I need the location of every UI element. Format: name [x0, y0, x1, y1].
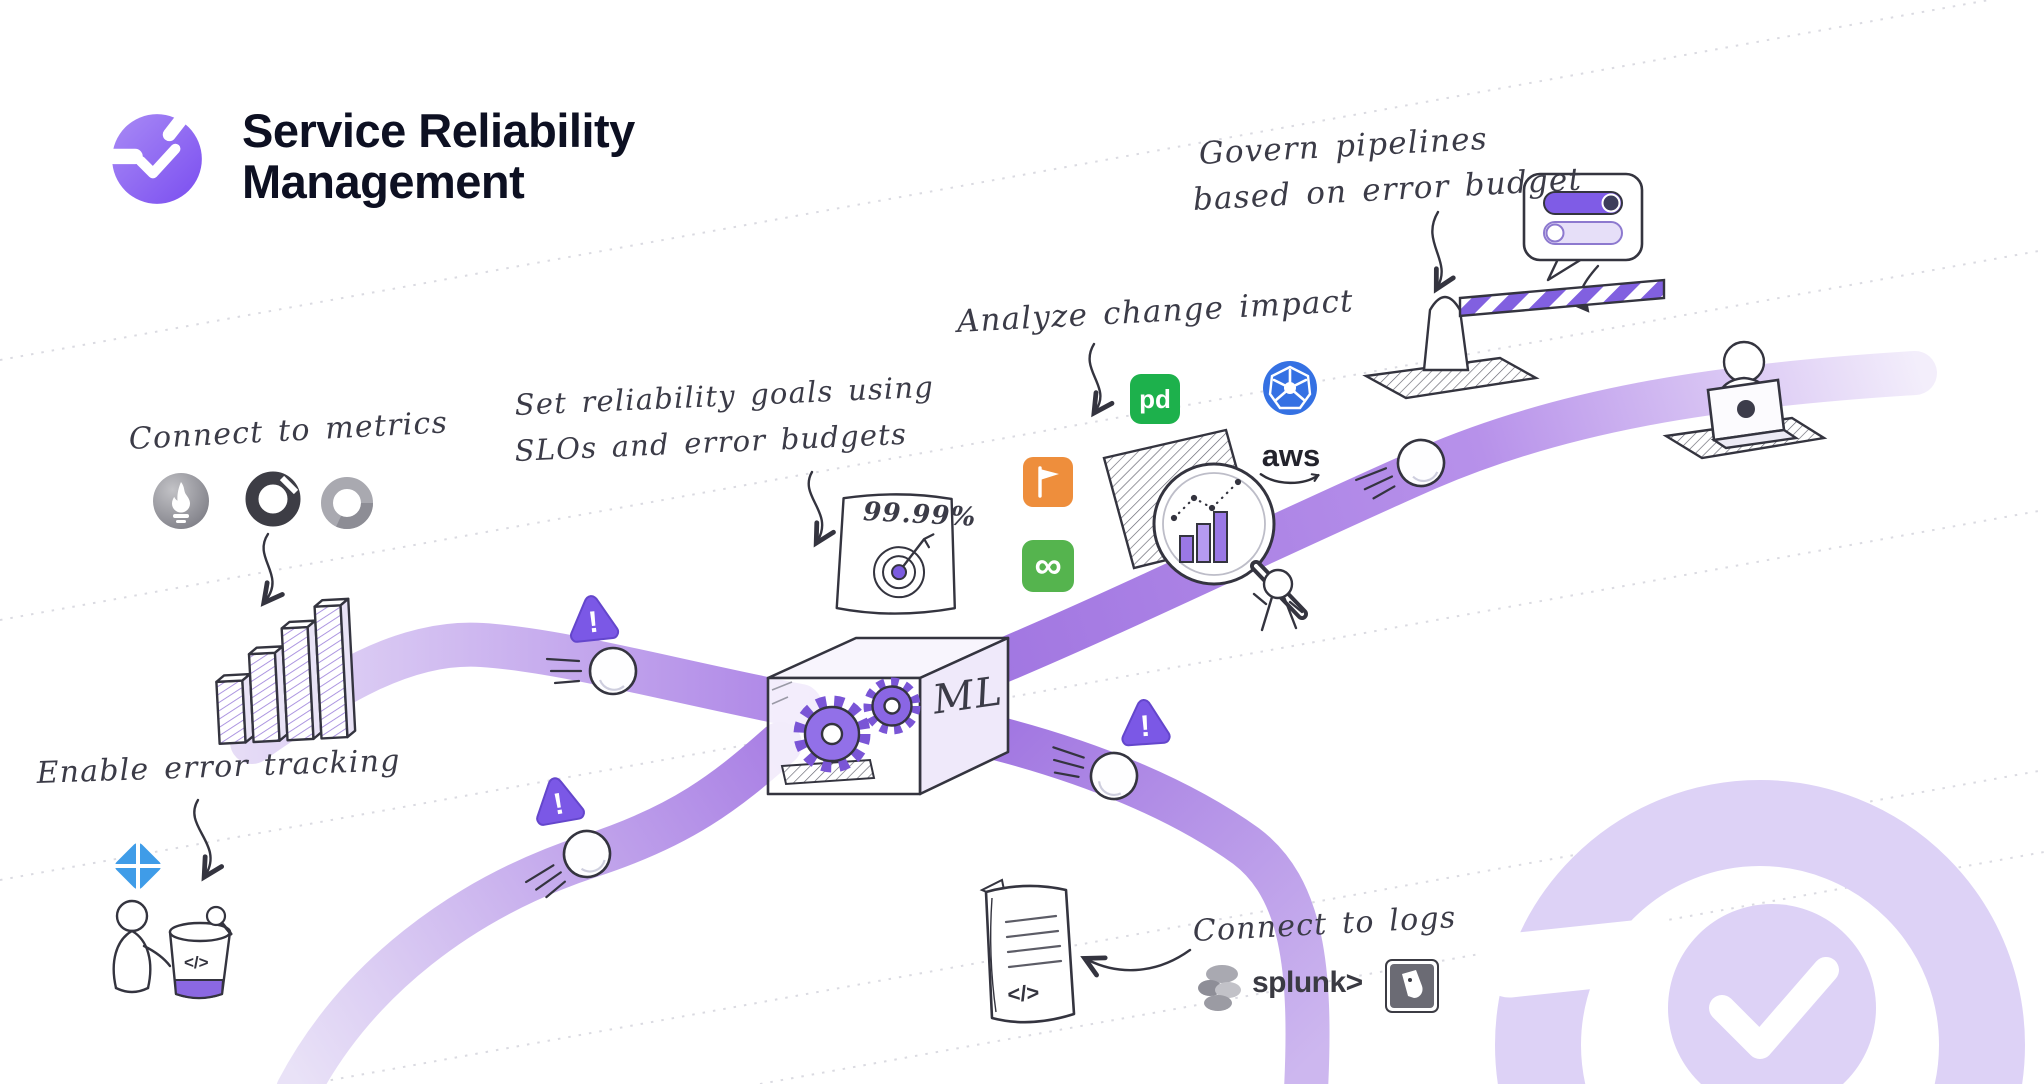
arrow-to-magnifier: [1088, 342, 1115, 418]
gear-icon: [863, 677, 921, 735]
bucket-code-label: </>: [184, 953, 209, 972]
page-title-line1: Service Reliability: [242, 104, 635, 157]
ml-box-label: ML: [930, 668, 1006, 724]
error-budget-toggle-card: [1522, 172, 1644, 282]
infinity-glyph: ∞: [1034, 545, 1062, 587]
gray-donut-icon: [318, 474, 376, 532]
warning-mark: !: [1139, 710, 1151, 744]
document-code-label: </>: [1007, 980, 1040, 1007]
gear-icon: [793, 695, 871, 773]
elastic-icon: [1192, 960, 1248, 1016]
slo-target-label: 99.99%: [862, 497, 978, 533]
aws-label: aws: [1261, 438, 1321, 473]
infinity-icon: ∞: [1022, 540, 1074, 592]
rolling-ball: [1355, 438, 1446, 500]
warning-triangle: !: [570, 595, 620, 643]
log-document: </>: [979, 878, 1076, 1024]
warning-triangle: !: [536, 777, 585, 826]
page-title-line2: Management: [242, 154, 525, 208]
pagerduty-label: pd: [1139, 383, 1171, 414]
road-lower-right: [966, 714, 1330, 1084]
splunk-label: splunk>: [1252, 966, 1363, 999]
road-lower-left: [276, 722, 802, 1084]
page-title: Service Reliability Management: [242, 104, 635, 208]
warning-mark: !: [587, 606, 600, 640]
prometheus-icon: [152, 472, 210, 530]
rolling-ball: [545, 646, 638, 696]
pagerduty-icon: pd: [1130, 374, 1180, 424]
slo-goal-paper: [835, 493, 957, 615]
toggle-on: [1543, 191, 1623, 215]
rolling-ball: [524, 829, 612, 899]
pipeline-gate: [1362, 278, 1666, 400]
metrics-bar-chart: [215, 597, 357, 745]
warning-triangle: !: [1121, 699, 1171, 747]
pipeline-operator: [1662, 340, 1828, 460]
kubernetes-icon: [1262, 360, 1318, 416]
hand-drawn-arrows: [193, 210, 1600, 978]
ml-engine-box: [766, 636, 1010, 796]
error-tracking-figure: </>: [112, 899, 233, 1000]
change-impact-magnifier: [1102, 428, 1308, 632]
datadog-icon: [1384, 958, 1440, 1014]
watermark-logo: [1478, 780, 2025, 1084]
aws-icon: aws: [1258, 440, 1324, 487]
header: Service Reliability Management: [104, 104, 635, 212]
aws-smile-arrow: [1259, 473, 1320, 485]
arrow-to-metrics-chart: [260, 532, 285, 607]
arrow-to-slo-paper: [807, 470, 836, 548]
app-logo: [106, 114, 202, 204]
arrow-to-error-bucket: [193, 798, 225, 882]
blue-diamond-icon: [110, 838, 166, 894]
analyst-figure: [1252, 568, 1304, 632]
dark-donut-icon: [244, 470, 302, 528]
arrow-to-gate: [1431, 210, 1456, 294]
rolling-ball: [1052, 746, 1139, 801]
feature-flag-icon: [1022, 456, 1074, 508]
toggle-off: [1543, 221, 1623, 245]
splunk-logo: splunk>: [1252, 966, 1363, 1000]
arrow-to-log-document: [1080, 948, 1192, 978]
